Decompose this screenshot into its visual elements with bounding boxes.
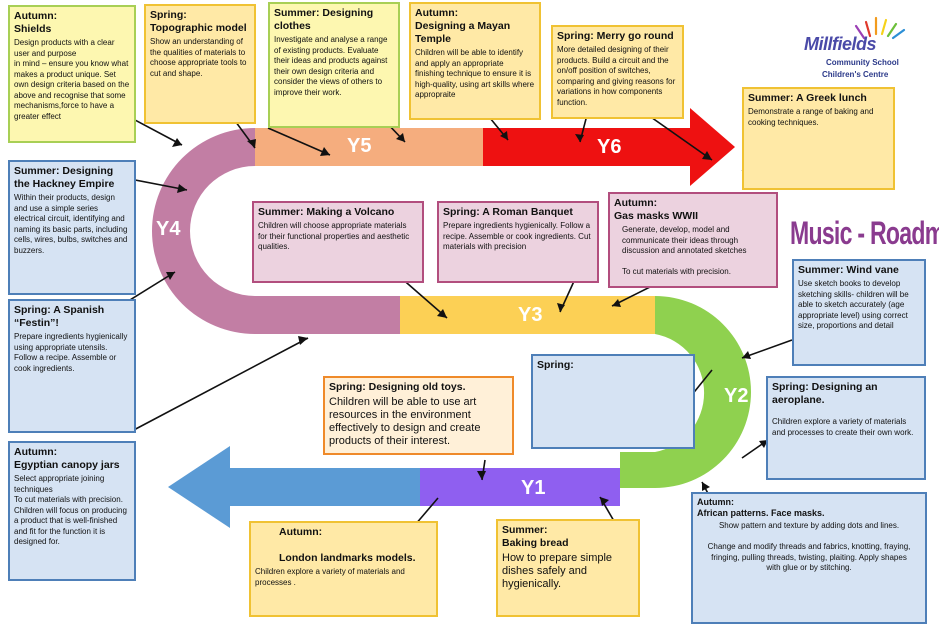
card-body: Children will be able to identify and ap… (415, 48, 535, 99)
card-y1-autumn: Autumn: London landmarks models. Childre… (249, 521, 438, 617)
card-y2-spring-empty: Spring: (531, 354, 695, 449)
logo-name: Millfields (804, 34, 877, 54)
card-body: How to prepare simple dishes safely and … (502, 552, 613, 590)
card-title: Summer: A Greek lunch (748, 92, 867, 104)
card-title: Spring: A Roman Banquet (443, 206, 573, 218)
road-arrow-head-end (690, 108, 735, 186)
card-y1-spring: Spring: Designing old toys. Children wil… (323, 376, 514, 455)
card-y3-spring: Spring: A Roman Banquet Prepare ingredie… (437, 201, 599, 283)
card-y4-summer: Summer: Designing the Hackney Empire Wit… (8, 160, 136, 295)
card-title: Summer: Baking bread (502, 524, 569, 549)
card-y3-autumn: Autumn: Gas masks WWII Generate, develop… (608, 192, 778, 288)
card-title: Autumn: African patterns. Face masks. (697, 497, 825, 518)
card-body: Prepare ingredients hygienically using a… (14, 332, 128, 373)
road-y4-segment (152, 128, 400, 334)
card-y3-summer: Summer: Making a Volcano Children will c… (252, 201, 424, 283)
card-y2-autumn: Autumn: African patterns. Face masks. Sh… (691, 492, 927, 624)
page-title: Music - Roadmap (790, 215, 939, 251)
road-y5-segment (255, 128, 483, 166)
card-title: Autumn: Shields (14, 10, 58, 35)
card-y4-autumn: Autumn: Egyptian canopy jars Select appr… (8, 441, 136, 581)
year-label-y6: Y6 (597, 136, 622, 158)
card-title: Spring: Designing an aeroplane. (772, 381, 878, 406)
card-body: Generate, develop, model and communicate… (622, 225, 747, 276)
card-y5-spring: Spring: Topographic model Show an unders… (144, 4, 256, 124)
card-title: Summer: Designing clothes (274, 7, 374, 32)
card-y4-spring: Spring: A Spanish “Festin”! Prepare ingr… (8, 299, 136, 433)
card-y2-summer: Summer: Wind vane Use sketch books to de… (792, 259, 926, 366)
connector-arrowheads (166, 131, 768, 506)
card-body: Prepare ingredients hygienically. Follow… (443, 221, 591, 251)
road-y6-segment (483, 128, 693, 166)
year-label-y1: Y1 (521, 477, 546, 499)
card-body: Children explore a variety of materials … (255, 567, 405, 587)
year-label-y2: Y2 (724, 385, 749, 407)
card-title: Autumn: Designing a Mayan Temple (415, 7, 511, 45)
road-y2-segment (620, 296, 751, 488)
school-logo: Millfields Community School Children's C… (800, 14, 920, 84)
card-y1-summer: Summer: Baking bread How to prepare simp… (496, 519, 640, 617)
card-body: Children will be able to use art resourc… (329, 396, 481, 447)
logo-sparkle-icon (854, 16, 906, 40)
card-title: Spring: Merry go round (557, 30, 674, 42)
road-start-segment (230, 468, 420, 506)
card-body: Investigate and analyse a range of exist… (274, 35, 388, 97)
card-y5-summer: Summer: Designing clothes Investigate an… (268, 2, 400, 128)
card-title: Autumn: London landmarks models. (279, 526, 416, 564)
card-body: Use sketch books to develop sketching sk… (798, 279, 909, 330)
card-title: Spring: A Spanish “Festin”! (14, 304, 105, 329)
card-y6-summer: Summer: A Greek lunch Demonstrate a rang… (742, 87, 895, 190)
card-y5-autumn: Autumn: Shields Design products with a c… (8, 5, 136, 143)
card-y6-spring: Spring: Merry go round More detailed des… (551, 25, 684, 119)
card-title: Spring: Designing old toys. (329, 381, 466, 393)
card-body: Within their products, design and use a … (14, 193, 128, 255)
card-title: Summer: Making a Volcano (258, 206, 395, 218)
road-y1-segment (420, 468, 620, 506)
card-title: Autumn: Gas masks WWII (614, 197, 699, 222)
card-body: More detailed designing of their product… (557, 45, 676, 107)
card-body: Design products with a clear user and pu… (14, 38, 130, 121)
card-body: Select appropriate joining techniques To… (14, 474, 127, 546)
logo-line2: Children's Centre (822, 70, 889, 79)
year-label-y4: Y4 (156, 218, 181, 240)
card-body: Children explore a variety of materials … (772, 417, 914, 437)
year-label-y3: Y3 (518, 304, 543, 326)
card-title: Summer: Designing the Hackney Empire (14, 165, 115, 190)
card-body: Children will choose appropriate materia… (258, 221, 410, 251)
card-body: Show an understanding of the qualities o… (150, 37, 247, 78)
road-arrow-head-start (168, 446, 230, 528)
logo-line1: Community School (826, 58, 899, 67)
card-title: Summer: Wind vane (798, 264, 899, 276)
card-title: Autumn: Egyptian canopy jars (14, 446, 120, 471)
card-y2-spring: Spring: Designing an aeroplane. Children… (766, 376, 926, 480)
year-label-y5: Y5 (347, 135, 372, 157)
card-title: Spring: (537, 359, 574, 371)
card-body: Demonstrate a range of baking and cookin… (748, 107, 874, 127)
card-y6-autumn: Autumn: Designing a Mayan Temple Childre… (409, 2, 541, 120)
card-body: Show pattern and texture by adding dots … (707, 521, 911, 572)
card-title: Spring: Topographic model (150, 9, 247, 34)
